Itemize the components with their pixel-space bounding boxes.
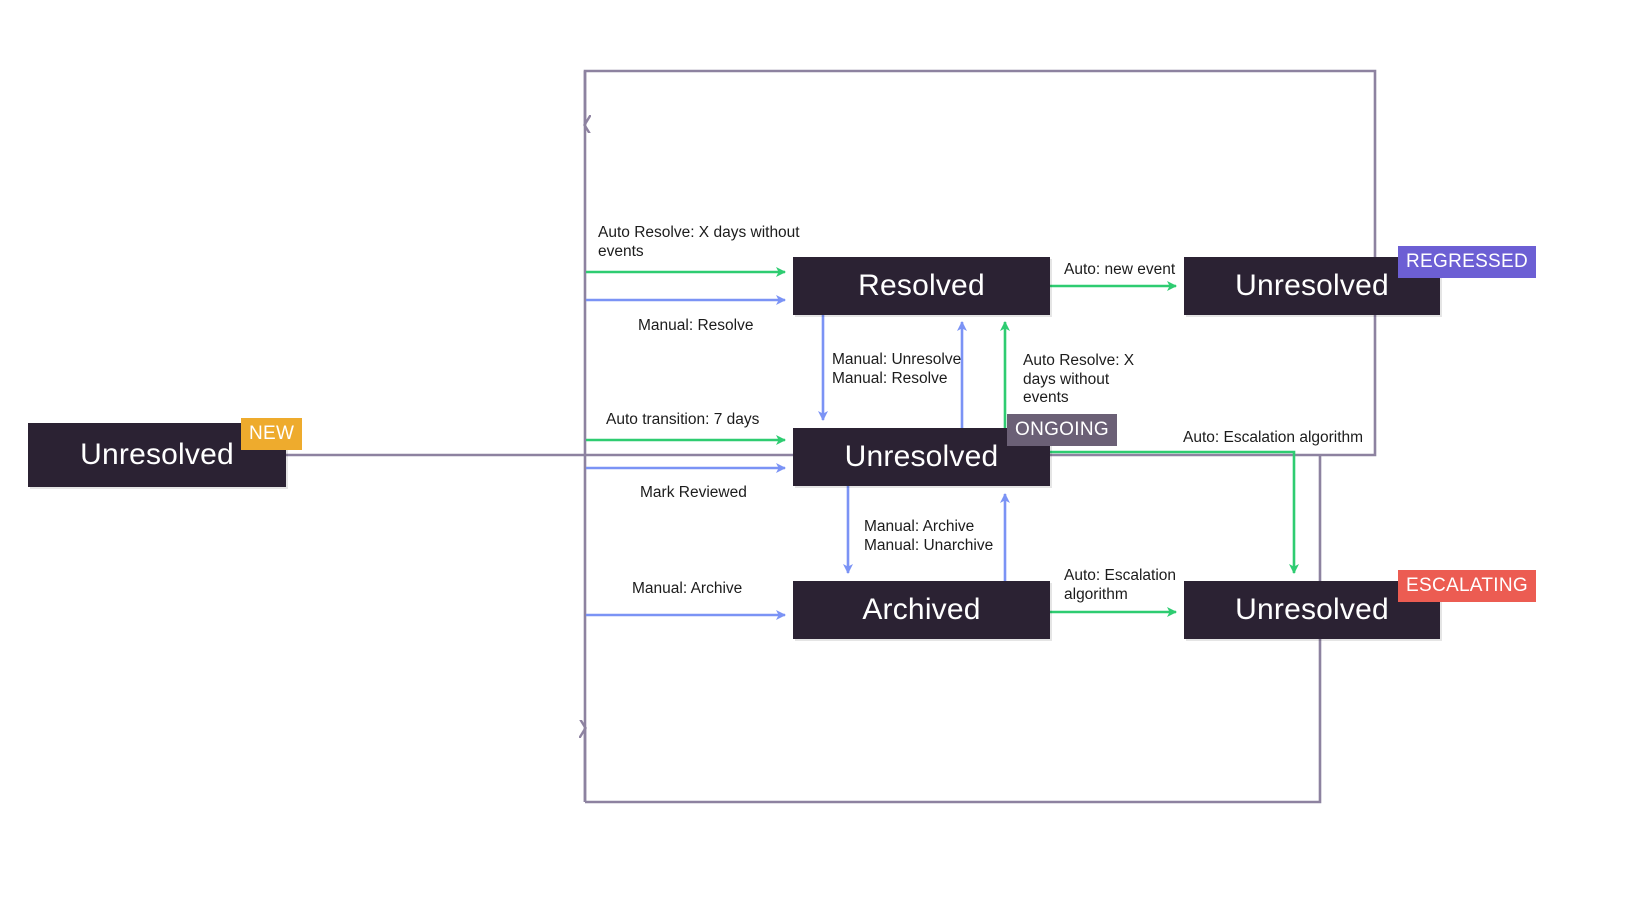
- node-label: Unresolved: [1235, 269, 1389, 302]
- node-label: Unresolved: [844, 440, 999, 473]
- node-label: Resolved: [858, 269, 985, 302]
- edge-label-auto-resolve-x-days-2: Auto Resolve: X days without events: [1023, 352, 1135, 407]
- edge-label-auto-new-event: Auto: new event: [1064, 261, 1176, 278]
- node-resolved[interactable]: Resolved: [793, 257, 1050, 315]
- badge-label: REGRESSED: [1406, 251, 1529, 272]
- status-badge-ongoing: ONGOING: [1007, 414, 1117, 446]
- edge-label-auto-resolve-x-days: Auto Resolve: X days without events: [598, 224, 800, 260]
- badge-label: ESCALATING: [1406, 575, 1528, 596]
- edge-label-auto-escalation-right: Auto: Escalation algorithm: [1183, 429, 1364, 446]
- status-badge-escalating: ESCALATING: [1398, 570, 1536, 602]
- node-archived[interactable]: Archived: [793, 581, 1050, 639]
- node-label: Unresolved: [80, 438, 234, 471]
- edge-label-manual-archive-unarchive: Manual: Archive Manual: Unarchive: [864, 518, 994, 554]
- node-label: Unresolved: [1235, 593, 1389, 626]
- node-label: Archived: [862, 593, 981, 626]
- edge-label-manual-archive: Manual: Archive: [632, 580, 743, 597]
- badge-label: ONGOING: [1015, 419, 1109, 440]
- edge-label-manual-resolve: Manual: Resolve: [638, 317, 754, 334]
- edge-label-manual-unresolve-resolve: Manual: Unresolve Manual: Resolve: [832, 351, 962, 387]
- node-regressed-unresolved[interactable]: Unresolved: [1184, 257, 1440, 315]
- badge-label: NEW: [249, 423, 295, 444]
- node-escalating-unresolved[interactable]: Unresolved: [1184, 581, 1440, 639]
- node-new-unresolved[interactable]: Unresolved: [28, 423, 286, 487]
- edge-label-auto-escalation-bottom: Auto: Escalation algorithm: [1064, 567, 1177, 603]
- edge-auto-escalation-ongoing: [1050, 450, 1299, 574]
- status-badge-regressed: REGRESSED: [1398, 246, 1537, 278]
- edge-label-mark-reviewed: Mark Reviewed: [640, 484, 747, 501]
- edge-label-auto-transition-7-days: Auto transition: 7 days: [606, 411, 760, 428]
- status-badge-new: NEW: [241, 418, 303, 450]
